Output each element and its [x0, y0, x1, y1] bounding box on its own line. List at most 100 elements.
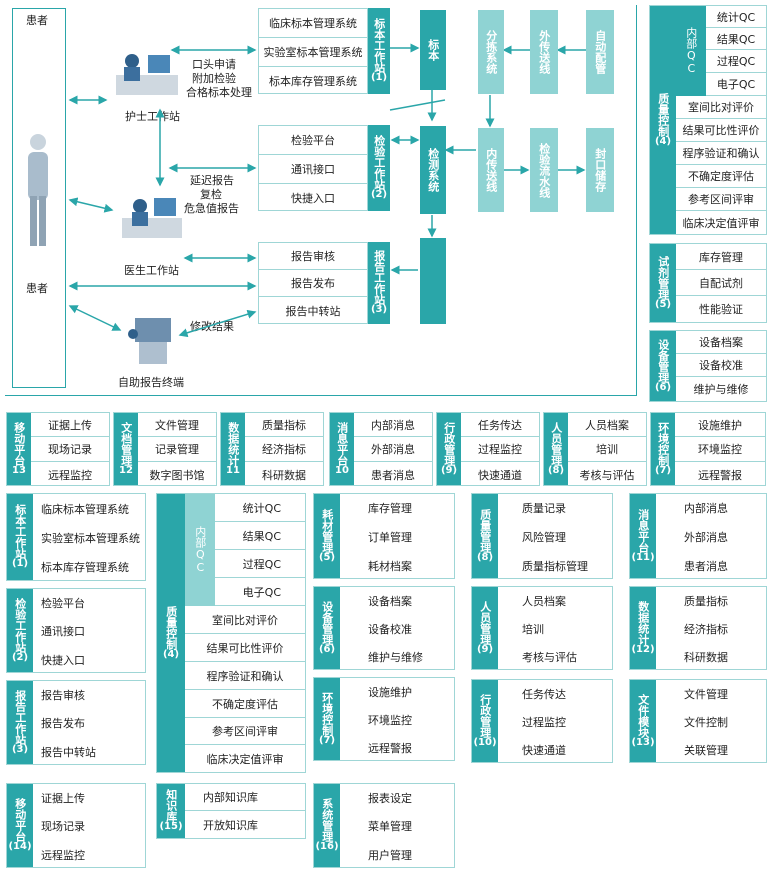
qc-top-inner-3[interactable]: 过程QC	[706, 50, 766, 73]
bottom-card-item[interactable]: 用户管理	[368, 848, 412, 862]
bottom-card-item[interactable]: 风险管理	[522, 530, 566, 544]
report-station-header[interactable]: 报告工作站(3)	[368, 242, 390, 324]
bottom-card-item[interactable]: 通讯接口	[41, 625, 85, 639]
qc-top-item-3[interactable]: 程序验证和确认	[676, 142, 766, 165]
equip-top-item-2[interactable]: 设备校准	[676, 354, 766, 377]
qc-top-item-5[interactable]: 参考区间评审	[676, 188, 766, 211]
bottom-card-item[interactable]: 质量指标	[684, 595, 728, 608]
bottom-card-header[interactable]: 人员管理(9)	[472, 587, 498, 669]
bottom-card-item[interactable]: 快速通道	[522, 744, 566, 757]
bottom-card-item[interactable]: 快捷入口	[41, 653, 85, 667]
mid-card-header[interactable]: 行政管理(9)	[437, 413, 461, 485]
mid-card-item[interactable]: 考核与评估	[579, 468, 635, 482]
qc-bottom-inner-1[interactable]: 统计QC	[215, 494, 305, 522]
qc-top-inner-1[interactable]: 统计QC	[706, 6, 766, 28]
bottom-card-header[interactable]: 行政管理(10)	[472, 680, 498, 762]
bottom-card-item[interactable]: 报告审核	[41, 689, 85, 703]
report-item-2[interactable]: 报告发布	[259, 270, 367, 297]
bottom-card-item[interactable]: 质量记录	[522, 502, 566, 516]
bottom-card-item[interactable]: 远程监控	[41, 848, 85, 862]
bottom-card-header[interactable]: 报告工作站(3)	[7, 681, 33, 764]
qc-top-inner-2[interactable]: 结果QC	[706, 28, 766, 50]
qc-bottom-item-5[interactable]: 参考区间评审	[185, 718, 305, 745]
sample-item-2[interactable]: 实验室标本管理系统	[259, 38, 367, 67]
bottom-card-header[interactable]: 系统管理(16)	[314, 784, 340, 867]
bottom-card-item[interactable]: 任务传达	[522, 688, 566, 701]
auto-tube-box[interactable]: 自动配管	[586, 10, 614, 94]
mid-card-item[interactable]: 文件管理	[138, 413, 216, 437]
detection-system-box[interactable]: 检测系统	[420, 126, 446, 214]
qc-top-item-2[interactable]: 结果可比性评价	[676, 119, 766, 142]
bottom-card-header[interactable]: 设备管理(6)	[314, 587, 340, 669]
qc-bottom-inner-header[interactable]: 内部QC	[185, 494, 215, 606]
qc-bottom-inner-2[interactable]: 结果QC	[215, 522, 305, 550]
lab-item-2[interactable]: 通讯接口	[259, 155, 367, 184]
mid-card-item[interactable]: 外部消息	[354, 437, 432, 462]
qc-top-inner-4[interactable]: 电子QC	[706, 73, 766, 96]
reagent-top-header[interactable]: 试剂管理(5)	[650, 244, 676, 322]
bottom-card-item[interactable]: 设备档案	[368, 595, 412, 608]
bottom-card-item[interactable]: 过程监控	[522, 716, 566, 729]
bottom-card-item[interactable]: 环境监控	[368, 714, 412, 727]
bottom-card-header[interactable]: 文件模块(13)	[630, 680, 656, 762]
sample-item-3[interactable]: 标本库存管理系统	[269, 75, 357, 88]
bottom-card-item[interactable]: 检验平台	[41, 597, 85, 611]
flow-line-box[interactable]: 检验流水线	[530, 128, 558, 212]
specimen-box[interactable]: 标本	[420, 10, 446, 90]
knowledge-item-2[interactable]: 开放知识库	[203, 818, 258, 832]
lab-station-header[interactable]: 检验工作站(2)	[368, 125, 390, 211]
reagent-top-item-1[interactable]: 库存管理	[676, 244, 766, 270]
bottom-card-item[interactable]: 证据上传	[41, 792, 85, 806]
bottom-card-item[interactable]: 科研数据	[684, 651, 728, 664]
bottom-card-item[interactable]: 文件控制	[684, 716, 728, 729]
qc-top-item-1[interactable]: 室间比对评价	[676, 96, 766, 119]
qc-bottom-header[interactable]: 质量控制(4)	[157, 494, 185, 772]
bottom-card-item[interactable]: 菜单管理	[368, 820, 412, 834]
qc-bottom-item-3[interactable]: 程序验证和确认	[185, 662, 305, 690]
bottom-card-item[interactable]: 维护与维修	[368, 651, 423, 664]
mid-card-header[interactable]: 环境控制(7)	[651, 413, 675, 485]
qc-bottom-inner-4[interactable]: 电子QC	[215, 578, 305, 606]
qc-top-item-6[interactable]: 临床决定值评审	[682, 216, 760, 230]
bottom-card-item[interactable]: 培训	[522, 623, 544, 636]
bottom-card-item[interactable]: 关联管理	[684, 744, 728, 757]
knowledge-item-1[interactable]: 内部知识库	[185, 784, 305, 811]
mid-card-header[interactable]: 人员管理(8)	[544, 413, 568, 485]
bottom-card-item[interactable]: 人员档案	[522, 595, 566, 608]
reagent-top-item-2[interactable]: 自配试剂	[676, 270, 766, 296]
mid-card-item[interactable]: 快速通道	[478, 468, 522, 482]
mid-card-item[interactable]: 任务传达	[461, 413, 539, 437]
bottom-card-item[interactable]: 质量指标管理	[522, 559, 588, 573]
mid-card-item[interactable]: 证据上传	[31, 413, 109, 437]
inbound-line-box[interactable]: 内传送线	[478, 128, 504, 212]
mid-card-item[interactable]: 记录管理	[138, 437, 216, 462]
sample-station-header[interactable]: 标本工作站(1)	[368, 8, 390, 94]
sample-item-1[interactable]: 临床标本管理系统	[259, 9, 367, 38]
bottom-card-item[interactable]: 耗材档案	[368, 559, 412, 573]
knowledge-header[interactable]: 知识库(15)	[157, 784, 185, 838]
qc-bottom-item-4[interactable]: 不确定度评估	[185, 690, 305, 718]
bottom-card-item[interactable]: 临床标本管理系统	[41, 502, 129, 516]
mid-card-item[interactable]: 患者消息	[371, 468, 415, 482]
sort-system-box[interactable]: 分拣系统	[478, 10, 504, 94]
bottom-card-item[interactable]: 报表设定	[368, 792, 412, 806]
mid-card-item[interactable]: 远程监控	[48, 468, 92, 482]
seal-storage-box[interactable]: 封口储存	[586, 128, 614, 212]
lab-item-1[interactable]: 检验平台	[259, 126, 367, 155]
bottom-card-item[interactable]: 患者消息	[684, 559, 728, 573]
equip-top-item-1[interactable]: 设备档案	[676, 331, 766, 354]
mid-card-item[interactable]: 经济指标	[245, 437, 323, 462]
bottom-card-item[interactable]: 实验室标本管理系统	[41, 531, 140, 545]
bottom-card-header[interactable]: 数据统计(12)	[630, 587, 656, 669]
bottom-card-item[interactable]: 设施维护	[368, 686, 412, 699]
bottom-card-header[interactable]: 耗材管理(5)	[314, 494, 340, 578]
qc-top-inner-header[interactable]: 内部QC	[676, 6, 706, 96]
bottom-card-item[interactable]: 经济指标	[684, 623, 728, 636]
lab-item-3[interactable]: 快捷入口	[291, 192, 335, 205]
bottom-card-item[interactable]: 报告发布	[41, 717, 85, 731]
bottom-card-item[interactable]: 设备校准	[368, 623, 412, 636]
bottom-card-header[interactable]: 标本工作站(1)	[7, 494, 33, 580]
